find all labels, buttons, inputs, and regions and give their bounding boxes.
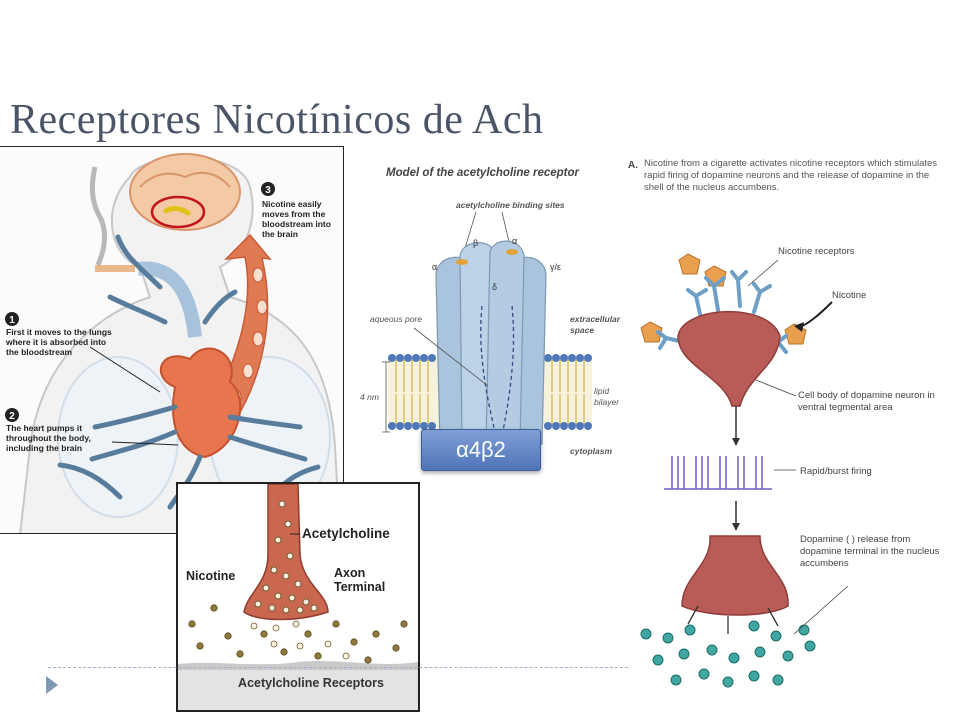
flow-arrows [57,234,321,510]
vesicles [254,500,318,614]
firing-label: Rapid/burst firing [800,466,872,477]
dopamine-diagram: A. Nicotine from a cigarette activates n… [628,158,940,688]
nicotine-particles [188,604,408,664]
step-3-text: Nicotine easily moves from the bloodstre… [262,199,331,239]
receptor-subunits [435,240,547,445]
footer-divider [48,667,628,668]
extracellular-label: extracellular space [570,314,621,335]
cigarette-icon [95,265,135,272]
cell-body-label: Cell body of dopamine neuron in ventral … [798,390,935,413]
nicotine-label: Nicotine [832,290,866,301]
binding-sites-label: acetylcholine binding sites [456,200,565,210]
subunit-badge: α4β2 [421,429,541,471]
beta-label: β [473,238,478,248]
step-2-badge [5,408,19,422]
release-label: Dopamine ( ) release from dopamine termi… [800,534,940,569]
step-1-text: First it moves to the lungs where it is … [6,327,112,357]
gamma-epsilon-label: γ/ε [550,262,561,272]
nicotine-receptors-label: Nicotine receptors [778,246,855,257]
bullet-arrow-icon [46,676,58,694]
dopamine-panel: A. Nicotine from a cigarette activates n… [628,156,954,700]
step-2-number: 2 [9,411,15,422]
cell-body [677,310,781,407]
dopamine-caption: Nicotine from a cigarette activates nico… [644,158,938,193]
synapse-nicotine-label: Nicotine [186,569,235,583]
axon-terminal [243,484,329,621]
smoke [89,166,107,266]
step-3-number: 3 [265,185,271,196]
synapse-panel: Acetylcholine Nicotine Axon Terminal Ace… [176,482,420,712]
acetylcholine-label: Acetylcholine [302,526,390,541]
synapse-diagram: Acetylcholine Nicotine Axon Terminal Ace… [178,484,418,710]
receptor-model-panel: Model of the acetylcholine receptor acet… [352,156,628,466]
dopamine-terminal [681,535,789,616]
slide-title: Receptores Nicotínicos de Ach [10,97,544,143]
cytoplasm-label: cytoplasm [570,446,612,456]
step-2-text: The heart pumps it throughout the body, … [6,423,91,453]
brain [129,153,241,231]
alpha-label-left: α [432,262,437,272]
receptor-model-diagram: Model of the acetylcholine receptor acet… [360,167,621,456]
delta-label: δ [492,282,497,292]
release-arrows [687,605,779,634]
body-diagram-panel: 3 Nicotine easily moves from the bloodst… [0,146,344,534]
receptor-membrane [178,664,418,710]
reward-region [150,195,206,229]
lipid-bilayer-label: lipid bilayer [594,386,620,407]
scale-label: 4 nm [360,392,379,402]
axon-terminal-label: Axon Terminal [334,566,386,594]
heart [159,347,242,459]
burst-firing [664,456,772,490]
nicotine-receptors [656,270,788,354]
aqueous-pore-label: aqueous pore [370,314,422,324]
alpha-label-right: α [512,236,517,246]
step-1-number: 1 [9,315,15,326]
acetylcholine-receptors-label: Acetylcholine Receptors [238,676,384,690]
step-3-badge [261,182,275,196]
caption-letter: A. [628,160,638,171]
body-diagram: 3 Nicotine easily moves from the bloodst… [5,153,341,533]
step-1-badge [5,312,19,326]
receptor-title: Model of the acetylcholine receptor [386,167,580,179]
